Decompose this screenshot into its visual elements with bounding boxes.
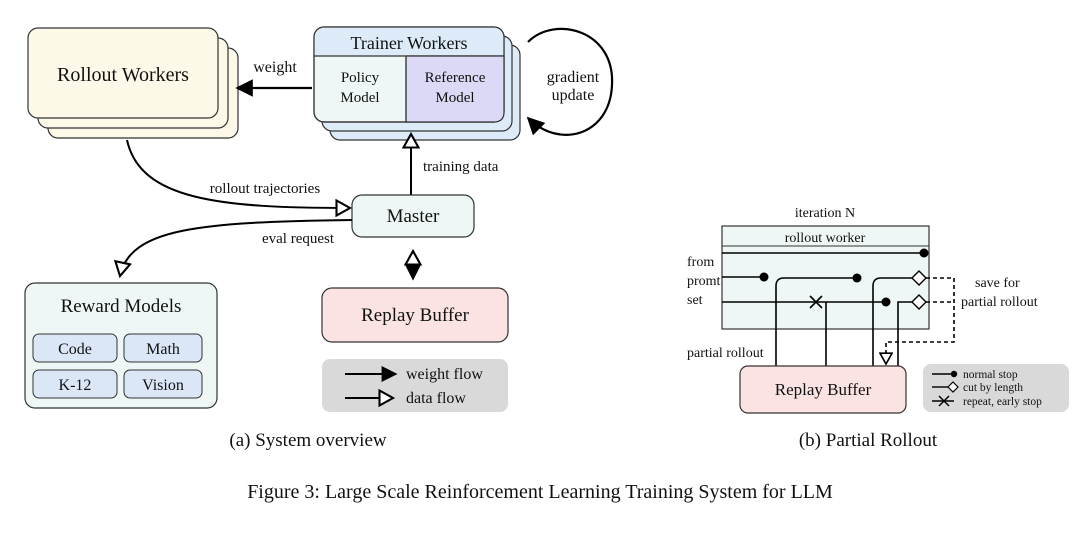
stop-markers — [759, 248, 929, 310]
repeat-early-stop-marker — [809, 295, 823, 309]
caption-a: (a) System overview — [229, 430, 387, 451]
master-node: Master — [351, 194, 475, 238]
reward-item-code-label: Code — [58, 341, 92, 358]
legend-cut-by-length: cut by length — [963, 382, 1023, 394]
legend-data-flow: data flow — [406, 390, 466, 407]
reward-item-vision — [123, 369, 203, 399]
training-data-label: training data — [423, 159, 499, 175]
cut-by-length-marker — [911, 270, 927, 286]
save-for-line1: save for — [975, 276, 1020, 291]
from-prompt-line2: promt — [687, 274, 721, 289]
figure-caption: Figure 3: Large Scale Reinforcement Lear… — [247, 481, 833, 503]
normal-stop-marker — [919, 248, 929, 258]
legend-b: normal stop cut by length repeat, early … — [923, 364, 1069, 412]
rollout-trajectories-arrow: rollout trajectories — [126, 139, 350, 208]
reward-item-k12 — [32, 369, 118, 399]
eval-request-arrow: eval request — [120, 219, 353, 276]
training-data-arrow: training data — [411, 134, 499, 196]
master-label: Master — [387, 206, 440, 227]
policy-model-line2: Model — [340, 90, 379, 106]
save-for-line2: partial rollout — [961, 295, 1038, 310]
from-prompt-line1: from — [687, 255, 714, 270]
trainer-workers-label: Trainer Workers — [350, 33, 467, 53]
weight-label: weight — [253, 59, 297, 76]
legend-repeat-early-stop: repeat, early stop — [963, 396, 1042, 408]
reward-item-k12-label: K-12 — [59, 377, 92, 394]
gradient-update-line2: update — [552, 87, 595, 104]
partial-rollout-label: partial rollout — [687, 346, 764, 361]
reward-models-box: Reward Models Code Math K-12 Vision — [24, 282, 218, 409]
legend-normal-stop: normal stop — [963, 369, 1018, 381]
reference-model-line1: Reference — [425, 70, 486, 86]
normal-stop-marker — [759, 272, 769, 282]
replay-buffer-b — [739, 365, 907, 414]
trajectory-lines — [722, 252, 924, 367]
weight-arrow: weight — [235, 59, 312, 97]
rollout-workers-stack: Rollout Workers — [27, 27, 239, 139]
legend-a: weight flow data flow — [322, 359, 508, 412]
legend-weight-flow: weight flow — [406, 366, 483, 383]
save-dashed-path — [886, 277, 955, 364]
rollout-worker-label: rollout worker — [785, 231, 866, 246]
iteration-label: iteration N — [795, 206, 855, 221]
gradient-update-line1: gradient — [547, 69, 600, 86]
reward-item-vision-label: Vision — [142, 377, 184, 394]
reward-item-code — [32, 333, 118, 363]
replay-buffer-a: Replay Buffer — [321, 287, 509, 343]
reference-model-line2: Model — [435, 90, 474, 106]
trainer-workers-stack: Trainer Workers Policy Model Reference M… — [313, 26, 521, 141]
eval-request-label: eval request — [262, 231, 335, 247]
panel-partial-rollout: iteration N rollout worker from promt se… — [687, 206, 1069, 451]
normal-stop-marker — [881, 297, 891, 307]
panel-system-overview: Rollout Workers weight Trainer Workers P… — [24, 26, 614, 451]
reward-item-math-label: Math — [146, 341, 180, 358]
normal-stop-marker — [852, 273, 862, 283]
policy-model-line1: Policy — [341, 70, 380, 86]
reward-item-math — [123, 333, 203, 363]
caption-b: (b) Partial Rollout — [799, 430, 938, 451]
reward-models-label: Reward Models — [61, 296, 182, 317]
rollout-trajectories-label: rollout trajectories — [210, 181, 321, 197]
from-prompt-line3: set — [687, 293, 703, 308]
replay-buffer-a-label: Replay Buffer — [361, 305, 469, 326]
gradient-update-loop: gradient update — [526, 27, 614, 136]
cut-by-length-marker — [911, 294, 927, 310]
rollout-workers-label: Rollout Workers — [57, 64, 189, 86]
replay-buffer-b-label: Replay Buffer — [775, 380, 872, 399]
